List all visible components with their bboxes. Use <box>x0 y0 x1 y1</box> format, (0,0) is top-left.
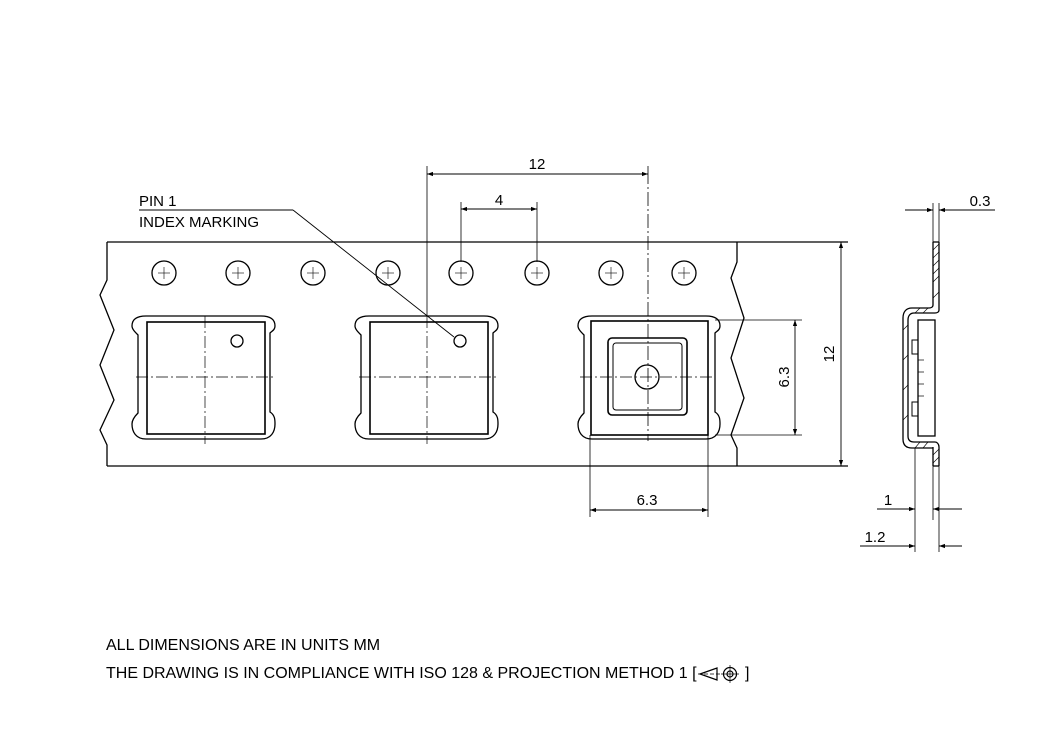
extension-lines <box>426 166 802 517</box>
dimension-cavity-height: 6.3 <box>776 320 798 435</box>
dimension-label-hole-pitch: 4 <box>495 192 503 209</box>
dimension-depth-1: 1 <box>877 492 962 512</box>
callout-text-index-marking: INDEX MARKING <box>139 214 259 231</box>
pocket-with-component-2 <box>354 315 499 444</box>
tape-outline <box>99 241 848 467</box>
dimension-label-cavity-height: 6.3 <box>776 367 793 388</box>
sprocket-hole <box>375 260 401 286</box>
sprocket-hole <box>225 260 251 286</box>
sprocket-hole <box>671 260 697 286</box>
empty-pocket <box>577 170 721 441</box>
dimension-label-depth-1-2: 1.2 <box>865 529 886 546</box>
dimension-cavity-width: 6.3 <box>590 492 708 513</box>
dimension-tape-width: 12 <box>821 242 844 466</box>
compliance-note-text: THE DRAWING IS IN COMPLIANCE WITH ISO 12… <box>106 665 697 683</box>
compliance-note-bracket: ] <box>740 665 750 683</box>
dimension-thickness: 0.3 <box>905 193 995 213</box>
compliance-note: THE DRAWING IS IN COMPLIANCE WITH ISO 12… <box>106 665 749 683</box>
sprocket-hole <box>524 260 550 286</box>
first-angle-projection-icon <box>697 665 739 683</box>
sprocket-hole <box>151 260 177 286</box>
sprocket-hole <box>448 260 474 286</box>
dimension-label-pitch: 12 <box>529 156 546 173</box>
sprocket-hole <box>598 260 624 286</box>
dimension-label-tape-width: 12 <box>821 346 838 363</box>
pin1-callout: PIN 1 INDEX MARKING <box>139 193 455 338</box>
dimension-label-depth-1: 1 <box>884 492 892 509</box>
dimension-pitch-12: 12 <box>427 156 648 177</box>
sprocket-hole <box>300 260 326 286</box>
side-section-view <box>902 241 940 467</box>
dimension-label-cavity-width: 6.3 <box>637 492 658 509</box>
dimension-label-thickness: 0.3 <box>970 193 991 210</box>
callout-text-pin1: PIN 1 <box>139 193 177 210</box>
dimension-hole-pitch-4: 4 <box>461 192 537 212</box>
sprocket-holes <box>151 260 697 286</box>
dimension-depth-1-2: 1.2 <box>860 529 962 549</box>
units-note: ALL DIMENSIONS ARE IN UNITS MM <box>106 637 381 654</box>
pocket-with-component-1 <box>131 315 276 444</box>
